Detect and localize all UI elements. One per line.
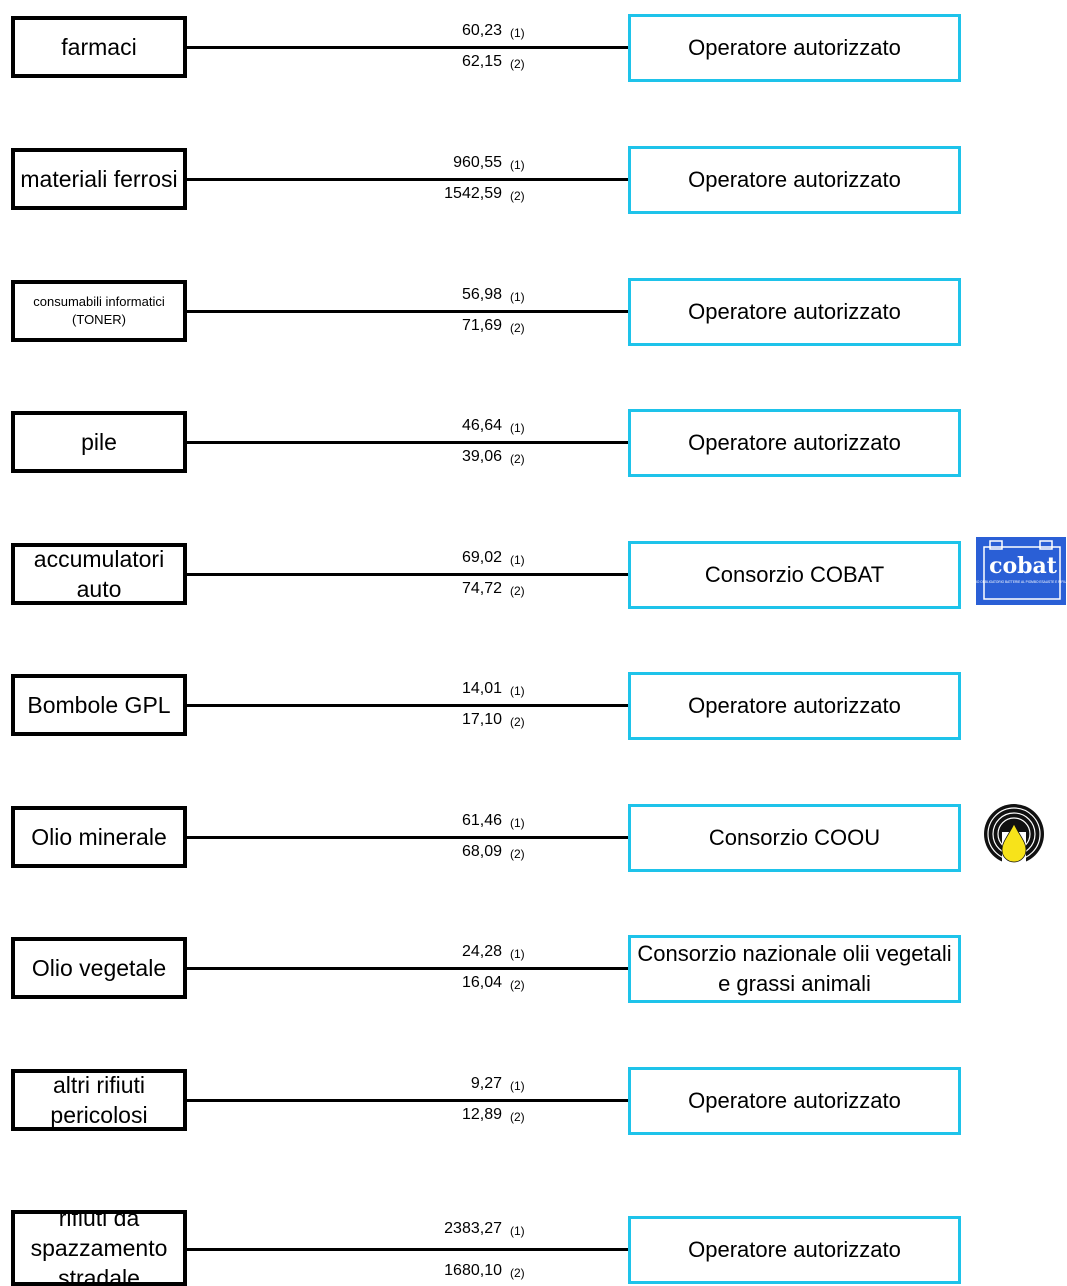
destination-box: Consorzio COOU	[628, 804, 961, 872]
value-1: 9,27	[470, 1075, 502, 1092]
value-2: 74,72	[461, 580, 502, 597]
destination-box: Operatore autorizzato	[628, 146, 961, 214]
cobat-logo-icon: cobat CONSORZIO OBBLIGATORIO BATTERIE AL…	[976, 537, 1066, 605]
value-1: 60,23	[461, 22, 502, 39]
note-2: (2)	[510, 452, 525, 466]
destination-box: Operatore autorizzato	[628, 409, 961, 477]
value-2: 16,04	[461, 974, 502, 991]
destination-box: Operatore autorizzato	[628, 278, 961, 346]
value-2: 71,69	[461, 317, 502, 334]
flow-row-olio-minerale: Olio minerale 61,46 (1) 68,09 (2) Consor…	[0, 804, 1067, 876]
flow-line	[187, 836, 629, 839]
source-box: pile	[11, 411, 187, 473]
flow-row-altri-rifiuti-pericolosi: altri rifiuti pericolosi 9,27 (1) 12,89 …	[0, 1067, 1067, 1139]
destination-box: Operatore autorizzato	[628, 1216, 961, 1284]
source-box: rifiuti da spazzamento stradale	[11, 1210, 187, 1286]
note-2: (2)	[510, 321, 525, 335]
value-2: 12,89	[461, 1106, 502, 1123]
note-2: (2)	[510, 978, 525, 992]
flow-row-bombole-gpl: Bombole GPL 14,01 (1) 17,10 (2) Operator…	[0, 672, 1067, 744]
flow-row-pile: pile 46,64 (1) 39,06 (2) Operatore autor…	[0, 409, 1067, 481]
flow-line	[187, 46, 629, 49]
value-2: 68,09	[461, 843, 502, 860]
value-1: 61,46	[461, 812, 502, 829]
source-box: Olio vegetale	[11, 937, 187, 999]
note-2: (2)	[510, 584, 525, 598]
source-box: altri rifiuti pericolosi	[11, 1069, 187, 1131]
destination-box: Operatore autorizzato	[628, 14, 961, 82]
flow-row-farmaci: farmaci 60,23 (1) 62,15 (2) Operatore au…	[0, 14, 1067, 86]
flow-row-olio-vegetale: Olio vegetale 24,28 (1) 16,04 (2) Consor…	[0, 935, 1067, 1007]
note-2: (2)	[510, 57, 525, 71]
flow-row-materiali-ferrosi: materiali ferrosi 960,55 (1) 1542,59 (2)…	[0, 146, 1067, 218]
note-1: (1)	[510, 553, 525, 567]
note-1: (1)	[510, 947, 525, 961]
flow-line	[187, 178, 629, 181]
note-1: (1)	[510, 816, 525, 830]
value-2: 1542,59	[444, 185, 502, 202]
source-box: Olio minerale	[11, 806, 187, 868]
note-1: (1)	[510, 158, 525, 172]
note-2: (2)	[510, 715, 525, 729]
value-1: 2383,27	[444, 1220, 502, 1237]
destination-box: Operatore autorizzato	[628, 1067, 961, 1135]
value-1: 46,64	[461, 417, 502, 434]
note-2: (2)	[510, 189, 525, 203]
flow-row-accumulatori-auto: accumulatori auto 69,02 (1) 74,72 (2) Co…	[0, 537, 1067, 613]
value-2: 39,06	[461, 448, 502, 465]
value-1: 24,28	[461, 943, 502, 960]
value-1: 56,98	[461, 286, 502, 303]
value-1: 960,55	[453, 154, 502, 171]
flow-line	[187, 704, 629, 707]
flow-line	[187, 967, 629, 970]
value-2: 17,10	[461, 711, 502, 728]
destination-box: Consorzio COBAT	[628, 541, 961, 609]
note-1: (1)	[510, 290, 525, 304]
note-2: (2)	[510, 1110, 525, 1124]
source-box: accumulatori auto	[11, 543, 187, 605]
note-1: (1)	[510, 684, 525, 698]
value-1: 14,01	[461, 680, 502, 697]
value-2: 62,15	[461, 53, 502, 70]
note-2: (2)	[510, 847, 525, 861]
source-box: consumabili informatici (TONER)	[11, 280, 187, 342]
flow-row-spazzamento-stradale: rifiuti da spazzamento stradale 2383,27 …	[0, 1210, 1067, 1286]
source-box: materiali ferrosi	[11, 148, 187, 210]
svg-text:CONSORZIO OBBLIGATORIO BATTERI: CONSORZIO OBBLIGATORIO BATTERIE AL PIOMB…	[976, 580, 1066, 584]
note-1: (1)	[510, 26, 525, 40]
source-box: Bombole GPL	[11, 674, 187, 736]
flow-line	[187, 573, 629, 576]
flow-row-toner: consumabili informatici (TONER) 56,98 (1…	[0, 278, 1067, 350]
flow-line	[187, 441, 629, 444]
svg-text:cobat: cobat	[989, 553, 1058, 579]
value-1: 69,02	[461, 549, 502, 566]
destination-box: Consorzio nazionale olii vegetali e gras…	[628, 935, 961, 1003]
source-box: farmaci	[11, 16, 187, 78]
flow-line	[187, 1099, 629, 1102]
note-1: (1)	[510, 1079, 525, 1093]
coou-logo-icon	[984, 804, 1044, 868]
destination-box: Operatore autorizzato	[628, 672, 961, 740]
value-2: 1680,10	[444, 1262, 502, 1279]
flow-line	[187, 310, 629, 313]
flow-line	[187, 1248, 629, 1251]
note-1: (1)	[510, 421, 525, 435]
note-1: (1)	[510, 1224, 525, 1238]
note-2: (2)	[510, 1266, 525, 1280]
